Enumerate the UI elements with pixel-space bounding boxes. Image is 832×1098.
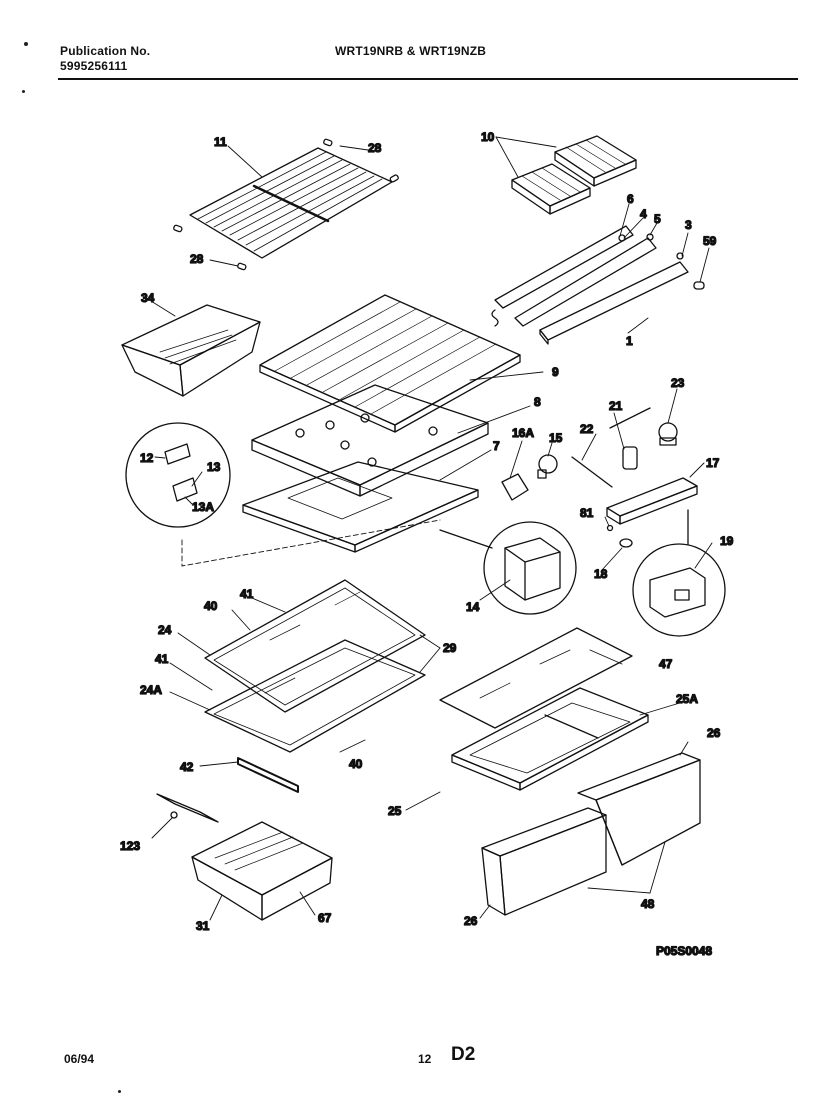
leader-lines xyxy=(150,136,713,921)
callout-label: 41 xyxy=(240,587,254,601)
dashed-leader xyxy=(181,519,441,567)
callout-label: 40 xyxy=(349,757,363,771)
callout-label: 22 xyxy=(580,422,594,436)
callout-label: 123 xyxy=(120,839,140,853)
callout-label: 24 xyxy=(158,623,172,637)
callout-label: 15 xyxy=(549,431,563,445)
footer-section-code: D2 xyxy=(451,1044,476,1065)
callout-label: 24A xyxy=(140,683,162,697)
callout-label: 3 xyxy=(685,218,692,232)
callout-label: 5 xyxy=(654,212,661,226)
callout-label: 18 xyxy=(594,567,608,581)
callout-label: 26 xyxy=(707,726,721,740)
crisper-pan-part xyxy=(121,304,261,397)
callout-label: 59 xyxy=(703,234,717,248)
callout-label: 29 xyxy=(443,641,457,655)
callout-label: 28 xyxy=(368,141,382,155)
detail-circle-switch xyxy=(632,509,726,637)
crisper-cover-part xyxy=(439,627,633,729)
scan-speck xyxy=(22,90,25,93)
crisper-drawer-left-part xyxy=(481,807,607,916)
callout-label: 19 xyxy=(720,534,734,548)
callout-label: 16A xyxy=(512,426,534,440)
meat-drawer-part xyxy=(191,821,333,921)
callout-label: 12 xyxy=(140,451,154,465)
callout-label: 17 xyxy=(706,456,720,470)
model-title: WRT19NRB & WRT19NZB xyxy=(335,44,487,58)
callout-label: 81 xyxy=(580,506,594,520)
callout-label: 28 xyxy=(190,252,204,266)
callout-label: 4 xyxy=(640,207,647,221)
callout-label: 10 xyxy=(481,130,495,144)
callout-label: 31 xyxy=(196,919,210,933)
crisper-frame-part xyxy=(451,687,649,791)
callout-label: 6 xyxy=(627,192,634,206)
scan-speck xyxy=(24,42,28,46)
publication-label: Publication No. xyxy=(60,44,151,58)
ice-tray-part xyxy=(511,135,637,215)
publication-number: 5995256111 xyxy=(60,59,128,73)
thermostat-part xyxy=(571,407,678,488)
callout-label: 21 xyxy=(609,399,623,413)
callout-label: 11 xyxy=(214,135,227,149)
shelf-frame-part xyxy=(251,384,489,497)
callout-label: 13A xyxy=(192,500,214,514)
header-rule xyxy=(58,78,798,80)
wire-shelf-part xyxy=(173,138,399,271)
detail-circle-control xyxy=(439,521,577,615)
crisper-drawer-right-part xyxy=(577,752,701,866)
callout-label: 40 xyxy=(204,599,218,613)
callout-label: 13 xyxy=(207,460,221,474)
callout-label: 25A xyxy=(676,692,698,706)
callout-label: 34 xyxy=(141,291,155,305)
callout-label: 8 xyxy=(534,395,541,409)
glass-shelf-lower-part xyxy=(204,639,426,753)
top-shelf-part xyxy=(259,294,521,433)
callout-label: 23 xyxy=(671,376,685,390)
callout-label: 26 xyxy=(464,914,478,928)
footer-date: 06/94 xyxy=(64,1052,95,1066)
callout-label: 7 xyxy=(493,439,500,453)
footer-page-number: 12 xyxy=(418,1052,432,1066)
callout-label: 25 xyxy=(388,804,402,818)
callout-label: 41 xyxy=(155,652,169,666)
callout-label: 9 xyxy=(552,365,559,379)
control-housing-part xyxy=(606,477,698,548)
callout-label: 1 xyxy=(626,334,633,348)
shelf-rail-part xyxy=(491,225,705,345)
callout-label: 48 xyxy=(641,897,655,911)
glass-shelf-upper-part xyxy=(204,579,426,713)
scan-speck xyxy=(118,1090,121,1093)
figure-code: P05S0048 xyxy=(656,944,712,958)
callout-label: 47 xyxy=(659,657,673,671)
control-plate-part xyxy=(242,461,479,553)
callout-label: 42 xyxy=(180,760,194,774)
callout-label: 14 xyxy=(466,600,480,614)
shelf-trim-part xyxy=(156,757,299,823)
callout-label: 67 xyxy=(318,911,332,925)
detail-circle-clip xyxy=(125,422,231,528)
